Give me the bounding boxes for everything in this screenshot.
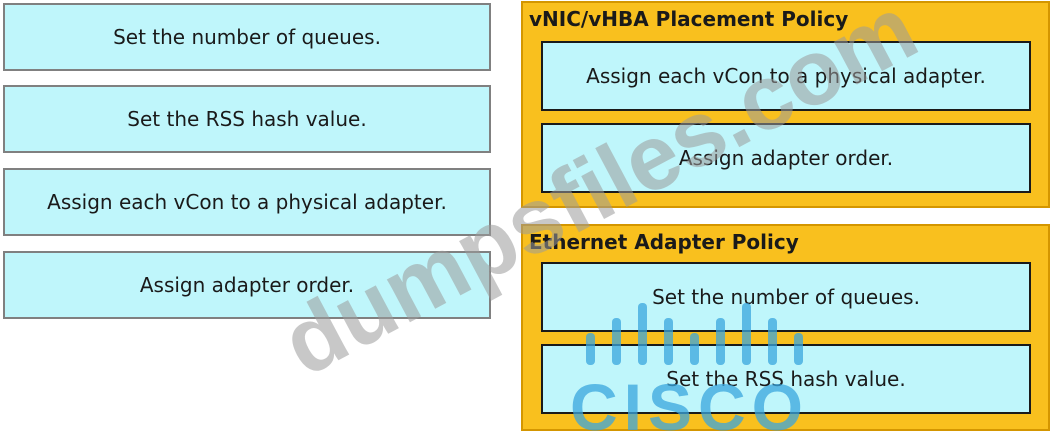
source-tile-label: Assign each vCon to a physical adapter. (47, 190, 447, 214)
source-tile-rss-hash[interactable]: Set the RSS hash value. (3, 85, 491, 153)
placement-policy-panel: vNIC/vHBA Placement Policy Assign each v… (521, 1, 1050, 208)
slot-label: Assign adapter order. (678, 146, 894, 170)
source-tile-label: Set the RSS hash value. (127, 107, 367, 131)
panel-title: Ethernet Adapter Policy (529, 230, 799, 254)
source-tile-adapter-order[interactable]: Assign adapter order. (3, 251, 491, 319)
source-tile-number-of-queues[interactable]: Set the number of queues. (3, 3, 491, 71)
source-tile-label: Set the number of queues. (113, 25, 381, 49)
panel-title: vNIC/vHBA Placement Policy (529, 7, 849, 31)
source-tile-label: Assign adapter order. (139, 273, 355, 297)
ethernet-adapter-policy-panel: Ethernet Adapter Policy Set the number o… (521, 224, 1050, 431)
source-tile-assign-vcon[interactable]: Assign each vCon to a physical adapter. (3, 168, 491, 236)
slot-label: Set the number of queues. (652, 285, 920, 309)
drop-slot[interactable]: Set the RSS hash value. (541, 344, 1031, 414)
slot-label: Set the RSS hash value. (666, 367, 906, 391)
drop-slot[interactable]: Set the number of queues. (541, 262, 1031, 332)
slot-label: Assign each vCon to a physical adapter. (586, 64, 986, 88)
drop-slot[interactable]: Assign each vCon to a physical adapter. (541, 41, 1031, 111)
drop-slot[interactable]: Assign adapter order. (541, 123, 1031, 193)
